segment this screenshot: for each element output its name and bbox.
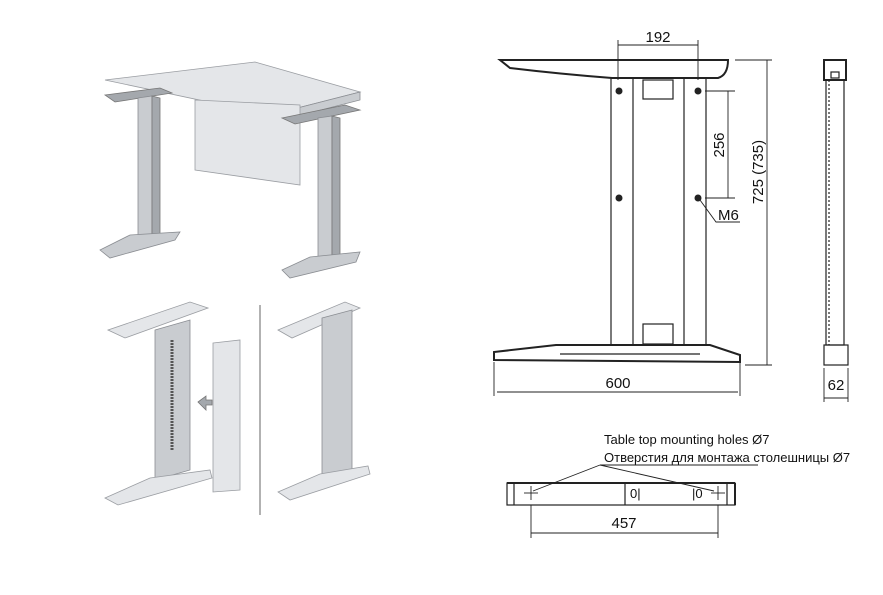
- front-view: [493, 40, 772, 396]
- dim-457-label: 457: [611, 515, 636, 532]
- dim-256-label: 256: [711, 132, 728, 157]
- dim-600-label: 600: [605, 375, 630, 392]
- side-view: [823, 59, 849, 402]
- leg-exploded-illustration: [104, 301, 241, 506]
- top-view: 0| |0: [506, 464, 758, 538]
- dim-192-label: 192: [645, 29, 670, 46]
- leg-assembled-illustration: [277, 301, 371, 501]
- dim-62-label: 62: [828, 377, 845, 394]
- dim-height-label: 725 (735): [750, 140, 767, 204]
- mounting-holes-note-ru: Отверстия для монтажа столешницы Ø7: [604, 450, 850, 465]
- mounting-holes-note-en: Table top mounting holes Ø7: [604, 432, 770, 447]
- thread-m6-label: M6: [718, 207, 739, 224]
- desk-assembly-illustration: [99, 61, 362, 279]
- svg-text:|0: |0: [692, 486, 703, 501]
- svg-text:0|: 0|: [630, 486, 641, 501]
